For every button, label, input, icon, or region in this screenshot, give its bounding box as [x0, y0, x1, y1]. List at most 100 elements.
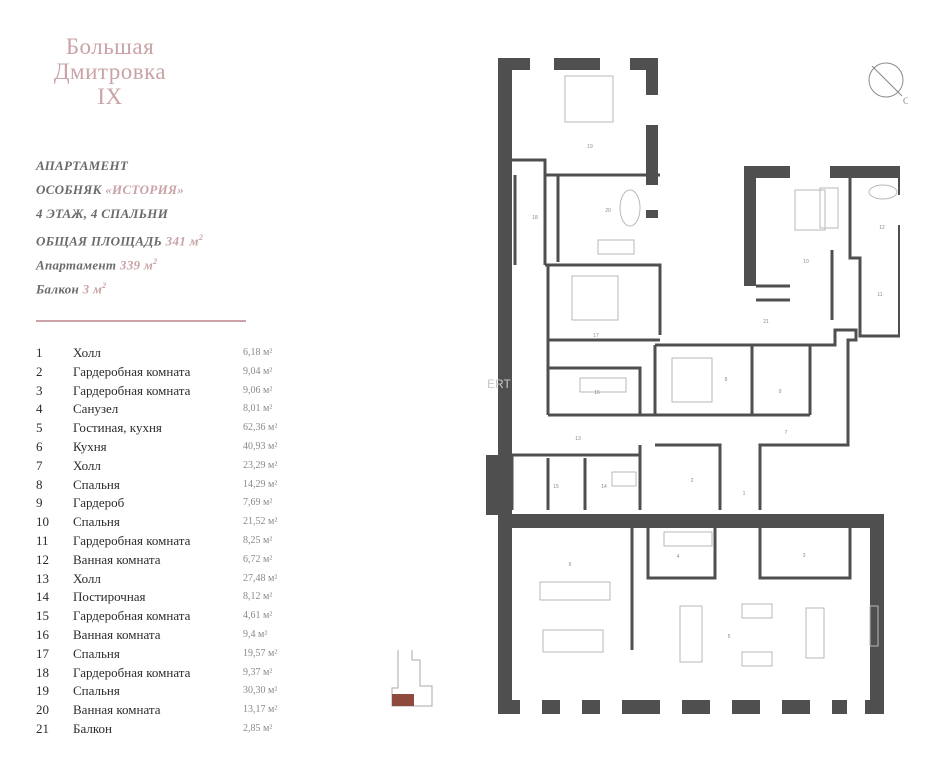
info-type: Апартамент — [36, 158, 129, 173]
brand-logo: Большая Дмитровка IX — [30, 34, 190, 109]
location-plan — [391, 650, 433, 707]
brand-line-3: IX — [97, 84, 123, 109]
plan-label-17: 17 — [593, 333, 599, 339]
legend-room-number: 12 — [36, 551, 49, 567]
info-mansion: Особняк «История» — [36, 182, 185, 197]
legend-room-number: 2 — [36, 363, 43, 379]
partitions — [510, 158, 900, 650]
plan-label-4: 4 — [677, 554, 680, 560]
plan-label-8: 8 — [725, 377, 728, 383]
legend-room-area: 40,93 м² — [243, 440, 278, 452]
legend-room-area: 6,18 м² — [243, 347, 273, 358]
legend-room-name: Гостиная, кухня — [73, 420, 162, 436]
legend-row: 7 Холл 23,29 м² — [36, 457, 296, 476]
legend-room-area: 9,04 м² — [243, 365, 273, 377]
plan-label-18: 18 — [532, 215, 538, 221]
legend-row: 6 Кухня 40,93 м² — [36, 438, 296, 457]
plan-label-11: 11 — [877, 292, 882, 298]
plan-label-9: 9 — [779, 389, 782, 395]
legend-row: 2 Гардеробная комната 9,04 м² — [36, 363, 296, 382]
divider — [36, 320, 246, 322]
legend-room-name: Холл — [73, 345, 101, 360]
legend-room-name: Гардероб — [73, 495, 125, 511]
plan-label-3: 3 — [803, 553, 806, 559]
plan-label-14: 14 — [601, 484, 607, 490]
legend-room-area: 23,29 м² — [243, 459, 278, 471]
legend-row: 12 Ванная комната 6,72 м² — [36, 551, 296, 570]
legend-room-name: Балкон — [73, 720, 112, 736]
legend-room-number: 8 — [36, 476, 43, 492]
legend-room-number: 17 — [36, 645, 49, 661]
plan-label-15: 15 — [553, 484, 559, 490]
legend-room-name: Кухня — [73, 438, 107, 454]
legend-row: 11 Гардеробная комната 8,25 м² — [36, 532, 296, 551]
legend-room-area: 62,36 м² — [243, 422, 278, 434]
brand-line-1: Большая — [65, 34, 155, 59]
plan-label-21: 21 — [763, 319, 769, 325]
legend-room-area: 13,17 м² — [243, 704, 278, 716]
legend-room-name: Холл — [73, 570, 101, 586]
legend-room-area: 9,06 м² — [243, 384, 273, 396]
brand-line-2: Дмитровка — [53, 59, 167, 84]
legend-room-area: 19,57 м² — [243, 647, 278, 659]
info-total-area: Общая площадь 341 м2 — [36, 233, 204, 249]
plan-label-1: 1 — [743, 491, 746, 497]
legend-room-area: 8,25 м² — [243, 534, 273, 546]
compass-icon: С — [868, 62, 908, 106]
legend-room-name: Спальня — [73, 514, 120, 530]
plan-label-19: 19 — [587, 144, 593, 150]
legend-room-name: Холл — [73, 457, 101, 473]
legend-room-area: 27,48 м² — [243, 572, 278, 584]
legend-room-name: Гардеробная комната — [73, 363, 191, 379]
legend-room-number: 11 — [36, 532, 49, 548]
legend-room-name: Ванная комната — [73, 626, 161, 642]
legend-row: 13 Холл 27,48 м² — [36, 570, 296, 589]
watermark-text: ERT — [487, 377, 511, 391]
legend-room-name: Санузел — [73, 401, 119, 417]
legend-room-name: Постирочная — [73, 589, 146, 605]
legend-room-number: 1 — [36, 345, 43, 360]
legend-room-number: 13 — [36, 570, 49, 586]
plan-label-12: 12 — [879, 225, 885, 231]
legend-row: 9 Гардероб 7,69 м² — [36, 494, 296, 513]
plan-label-7: 7 — [785, 430, 788, 436]
legend-room-area: 7,69 м² — [243, 497, 273, 509]
legend-room-name: Ванная комната — [73, 702, 161, 718]
legend-room-number: 18 — [36, 664, 49, 680]
legend-room-number: 9 — [36, 495, 43, 511]
legend-room-number: 7 — [36, 457, 43, 473]
info-apartment-area: Апартамент 339 м2 — [36, 257, 158, 273]
legend-room-area: 8,01 м² — [243, 403, 273, 415]
legend-row: 1 Холл 6,18 м² — [36, 344, 296, 363]
legend-room-number: 15 — [36, 608, 49, 624]
legend-room-number: 16 — [36, 626, 49, 642]
legend-room-name: Спальня — [73, 476, 120, 492]
legend-room-area: 2,85 м² — [243, 722, 273, 734]
plan-label-2: 2 — [691, 478, 694, 484]
plan-label-6: 6 — [569, 562, 572, 568]
legend-room-area: 6,72 м² — [243, 553, 273, 565]
legend-room-name: Ванная комната — [73, 551, 161, 567]
legend-room-number: 19 — [36, 683, 49, 699]
legend-room-number: 21 — [36, 720, 49, 736]
legend-room-name: Гардеробная комната — [73, 664, 191, 680]
legend-room-name: Гардеробная комната — [73, 532, 191, 548]
legend-room-number: 14 — [36, 589, 49, 605]
info-balcony-area: Балкон 3 м2 — [36, 281, 107, 297]
plan-label-16: 16 — [594, 390, 600, 396]
legend-room-number: 6 — [36, 438, 43, 454]
plan-label-10: 10 — [803, 259, 809, 265]
legend-room-area: 4,61 м² — [243, 610, 273, 622]
